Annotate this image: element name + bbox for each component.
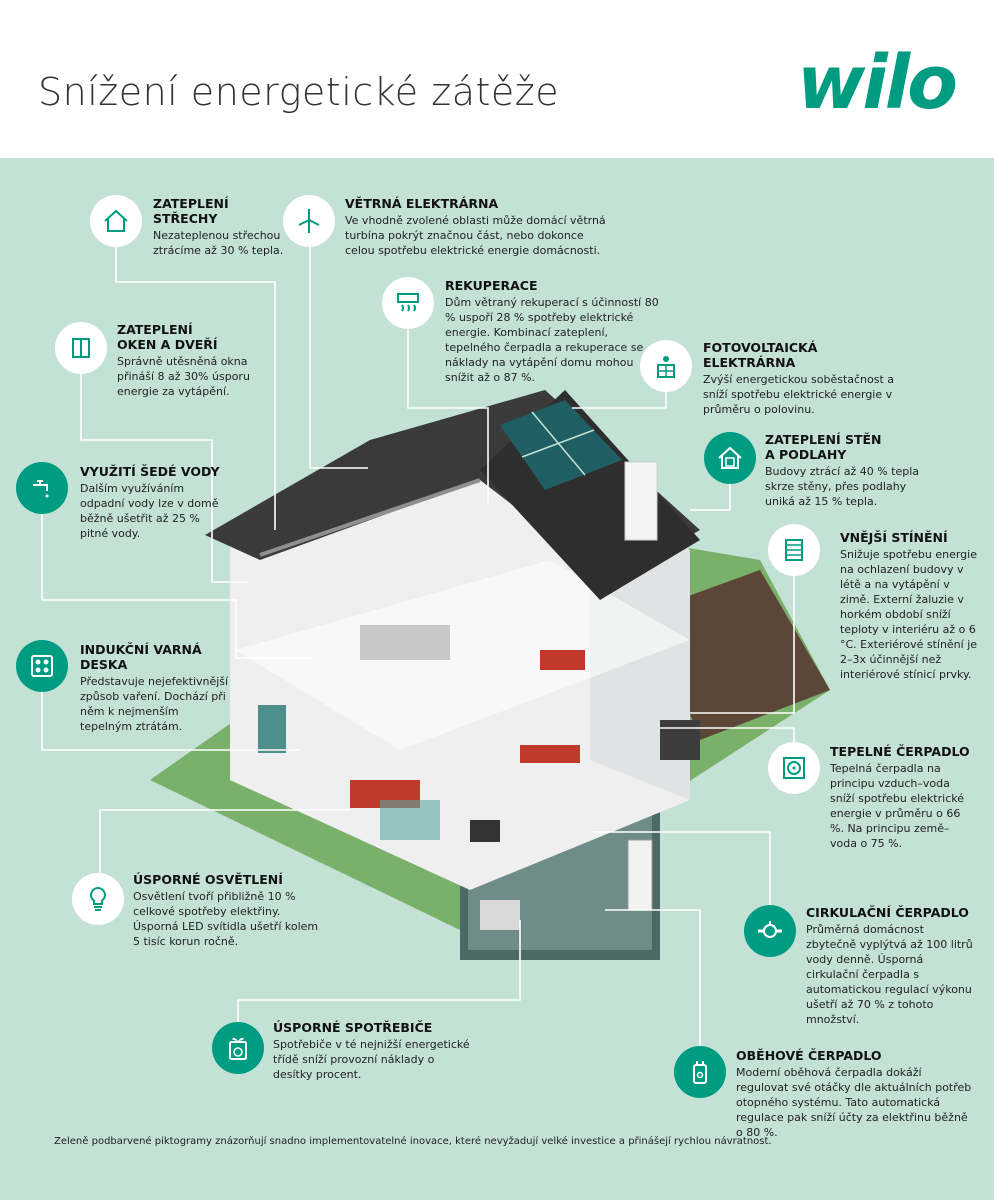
lighting-block: ÚSPORNÉ OSVĚTLENÍ Osvětlení tvoří přibli… bbox=[133, 872, 323, 949]
lighting-text: Osvětlení tvoří přibližně 10 % celkové s… bbox=[133, 890, 319, 948]
recuperation-block: REKUPERACE Dům větraný rekuperací s účin… bbox=[445, 278, 665, 385]
cooktop-icon bbox=[16, 640, 68, 692]
heat-pump-unit bbox=[660, 720, 700, 760]
page-title: Snížení energetické zátěže bbox=[38, 70, 560, 114]
footnote: Zeleně podbarvené piktogramy znázorňují … bbox=[54, 1136, 772, 1147]
blinds-icon bbox=[768, 524, 820, 576]
heat-pump-title: TEPELNÉ ČERPADLO bbox=[830, 744, 970, 759]
appliances-text: Spotřebiče v té nejnižší energetické tří… bbox=[273, 1038, 470, 1081]
light-bulb-icon bbox=[72, 873, 124, 925]
circulation-pump-title: CIRKULAČNÍ ČERPADLO bbox=[806, 905, 969, 920]
wind-turbine-block: VĚTRNÁ ELEKTRÁRNA Ve vhodně zvolené obla… bbox=[345, 196, 610, 258]
boiler-pump-icon bbox=[674, 1046, 726, 1098]
faucet-icon bbox=[16, 462, 68, 514]
grey-water-title: VYUŽITÍ ŠEDÉ VODY bbox=[80, 464, 220, 479]
circulation-pump-icon bbox=[744, 905, 796, 957]
induction-block: INDUKČNÍ VARNÁ DESKA Představuje nejefek… bbox=[80, 642, 230, 734]
lighting-title: ÚSPORNÉ OSVĚTLENÍ bbox=[133, 872, 283, 887]
wilo-logo: wilo bbox=[797, 40, 958, 126]
recuperation-text: Dům větraný rekuperací s účinností 80 % … bbox=[445, 296, 659, 384]
wind-turbine-text: Ve vhodně zvolené oblasti může domácí vě… bbox=[345, 214, 606, 257]
grey-water-block: VYUŽITÍ ŠEDÉ VODY Dalším využíváním odpa… bbox=[80, 464, 230, 541]
solar-panel-icon bbox=[640, 340, 692, 392]
washing-machine-icon bbox=[212, 1022, 264, 1074]
header: Snížení energetické zátěže wilo bbox=[0, 0, 994, 158]
ventilation-icon bbox=[382, 277, 434, 329]
windows-doors-block: ZATEPLENÍ OKEN A DVEŘÍ Správně utěsněná … bbox=[117, 322, 257, 399]
heat-pump-text: Tepelná čerpadla na principu vzduch–voda… bbox=[830, 762, 964, 850]
heat-pump-block: TEPELNÉ ČERPADLO Tepelná čerpadla na pri… bbox=[830, 744, 970, 851]
wind-turbine-icon bbox=[283, 195, 335, 247]
solar-panels bbox=[500, 400, 622, 490]
chimney bbox=[624, 461, 658, 541]
circulation-pump-text: Průměrná domácnost zbytečně vyplýtvá až … bbox=[806, 923, 973, 1026]
circulation-pump-block: CIRKULAČNÍ ČERPADLO Průměrná domácnost z… bbox=[806, 905, 976, 1027]
roof-insulation-text: Nezateplenou střechou ztrácíme až 30 % t… bbox=[153, 229, 284, 257]
photovoltaic-block: FOTOVOLTAICKÁ ELEKTRÁRNA Zvýší energetic… bbox=[703, 340, 913, 417]
grey-water-text: Dalším využíváním odpadní vody lze v dom… bbox=[80, 482, 219, 540]
induction-title-2: DESKA bbox=[80, 657, 128, 672]
walls-floors-block: ZATEPLENÍ STĚN A PODLAHY Budovy ztrácí a… bbox=[765, 432, 925, 509]
roof-insulation-title-1: ZATEPLENÍ bbox=[153, 196, 229, 211]
house-insulation-icon bbox=[704, 432, 756, 484]
induction-text: Představuje nejefektivnější způsob vařen… bbox=[80, 675, 229, 733]
induction-title-1: INDUKČNÍ VARNÁ bbox=[80, 642, 202, 657]
garden-bed bbox=[650, 570, 830, 740]
windows-doors-title-2: OKEN A DVEŘÍ bbox=[117, 337, 218, 352]
photovoltaic-title: FOTOVOLTAICKÁ ELEKTRÁRNA bbox=[703, 340, 818, 370]
circulator-pump-block: OBĚHOVÉ ČERPADLO Moderní oběhová čerpadl… bbox=[736, 1048, 976, 1140]
circulator-pump-title: OBĚHOVÉ ČERPADLO bbox=[736, 1048, 882, 1063]
roof-insulation-title-2: STŘECHY bbox=[153, 211, 218, 226]
appliances-title: ÚSPORNÉ SPOTŘEBIČE bbox=[273, 1020, 433, 1035]
wind-turbine-title: VĚTRNÁ ELEKTRÁRNA bbox=[345, 196, 499, 211]
walls-floors-title-2: A PODLAHY bbox=[765, 447, 847, 462]
shading-title: VNĚJŠÍ STÍNĚNÍ bbox=[840, 530, 948, 545]
heat-pump-fan-icon bbox=[768, 742, 820, 794]
windows-doors-title-1: ZATEPLENÍ bbox=[117, 322, 193, 337]
circulator-pump-text: Moderní oběhová čerpadla dokáží regulova… bbox=[736, 1066, 972, 1139]
shading-block: VNĚJŠÍ STÍNĚNÍ Snižuje spotřebu energie … bbox=[840, 530, 980, 682]
recuperation-title: REKUPERACE bbox=[445, 278, 538, 293]
walls-floors-text: Budovy ztrácí až 40 % tepla skrze stěny,… bbox=[765, 465, 920, 508]
shading-text: Snižuje spotřebu energie na ochlazení bu… bbox=[840, 548, 978, 681]
house-roof-icon bbox=[90, 195, 142, 247]
photovoltaic-text: Zvýší energetickou soběstačnost a sníží … bbox=[703, 373, 895, 416]
roof-insulation-block: ZATEPLENÍ STŘECHY Nezateplenou střechou … bbox=[153, 196, 293, 258]
windows-doors-text: Správně utěsněná okna přináší 8 až 30% ú… bbox=[117, 355, 250, 398]
walls-floors-title-1: ZATEPLENÍ STĚN bbox=[765, 432, 882, 447]
window-icon bbox=[55, 322, 107, 374]
appliances-block: ÚSPORNÉ SPOTŘEBIČE Spotřebiče v té nejni… bbox=[273, 1020, 473, 1082]
